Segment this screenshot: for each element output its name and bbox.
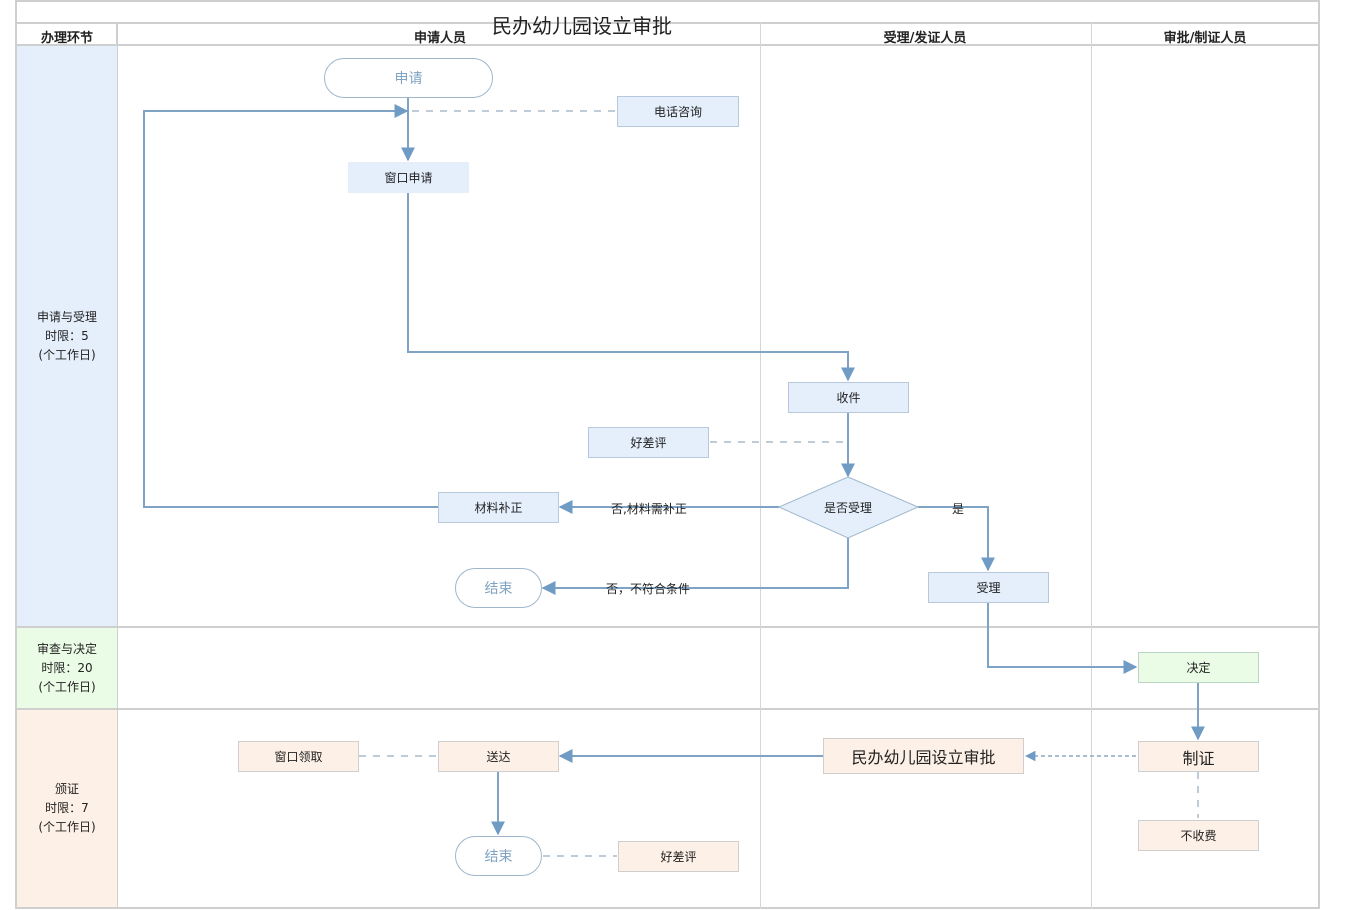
no-fee-node: 不收费	[1138, 820, 1259, 851]
receive-node: 收件	[788, 382, 909, 413]
start-terminal: 申请	[324, 58, 493, 98]
end-terminal-2: 结束	[455, 836, 542, 876]
column-header-applicant: 申请人员	[413, 31, 466, 46]
end-terminal-1: 结束	[455, 568, 542, 608]
phone-consult-node: 电话咨询	[617, 96, 739, 127]
phase-application-acceptance: 申请与受理 时限：5 (个工作日)	[17, 46, 117, 626]
phase-certificate-issue: 颁证 时限：7 (个工作日)	[17, 710, 117, 907]
stage-column-border	[116, 22, 118, 909]
deliver-node: 送达	[438, 741, 559, 772]
column-header-acceptance: 受理/发证人员	[883, 31, 967, 46]
decide-node: 决定	[1138, 652, 1259, 683]
rating-node-2: 好差评	[618, 841, 739, 872]
edge-decision-to-end1	[541, 538, 849, 595]
phase-review-decision: 审查与决定 时限：20 (个工作日)	[17, 628, 117, 708]
window-apply-node: 窗口申请	[348, 162, 469, 193]
edge-label-needs-supplement: 否,材料需补正	[611, 502, 687, 516]
phase-time-unit: (个工作日)	[38, 820, 96, 834]
rating-node-1: 好差评	[588, 427, 709, 458]
supplement-node: 材料补正	[438, 492, 559, 523]
table-left-border	[15, 0, 17, 909]
phase1-bottom-border	[15, 626, 1320, 628]
edge-label-ineligible: 否，不符合条件	[606, 582, 691, 596]
applicant-column-border	[760, 22, 761, 909]
accept-node: 受理	[928, 572, 1049, 603]
column-header-stage: 办理环节	[40, 31, 93, 46]
table-top-border	[15, 0, 1320, 2]
decision-diamond	[777, 476, 920, 539]
phase-name: 申请与受理	[36, 309, 97, 324]
phase-name: 审查与决定	[36, 641, 97, 656]
column-header-approval: 审批/制证人员	[1163, 31, 1247, 46]
diagram-title: 民办幼儿园设立审批	[492, 14, 672, 38]
edge-decision-to-accept	[918, 506, 995, 572]
decision-label: 是否受理	[824, 501, 873, 515]
phase-time-limit: 时限：5	[45, 328, 89, 343]
edge-supplement-loop	[143, 104, 438, 508]
certify-node: 制证	[1138, 741, 1259, 772]
edge-window-apply-to-receive	[407, 193, 855, 382]
edge-label-yes: 是	[952, 502, 965, 516]
phase-name: 颁证	[54, 782, 79, 796]
acceptance-column-border	[1091, 22, 1092, 909]
header-top-border	[15, 22, 1320, 24]
phase-time-unit: (个工作日)	[38, 679, 96, 694]
phase-time-limit: 时限：20	[41, 660, 93, 675]
header-bottom-border	[15, 44, 1320, 46]
table-right-border	[1318, 0, 1320, 909]
phase-time-unit: (个工作日)	[38, 347, 96, 362]
phase2-bottom-border	[15, 708, 1320, 710]
window-pickup-node: 窗口领取	[238, 741, 359, 772]
certificate-node: 民办幼儿园设立审批	[823, 738, 1024, 774]
phase-time-limit: 时限：7	[45, 801, 89, 815]
table-bottom-border	[15, 907, 1320, 909]
edge-accept-to-decide	[987, 603, 1138, 674]
